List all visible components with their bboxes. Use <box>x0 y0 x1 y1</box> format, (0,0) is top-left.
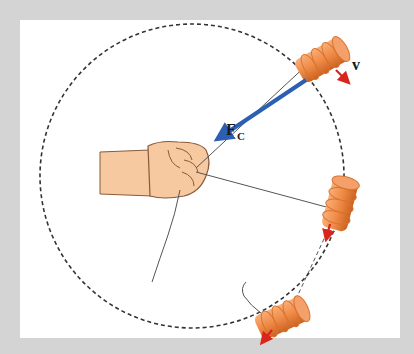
orange-object <box>292 34 353 85</box>
velocity-arrow <box>327 224 330 236</box>
velocity-arrow <box>336 70 346 80</box>
velocity-arrow <box>264 330 272 340</box>
string <box>196 172 330 208</box>
string <box>196 62 310 168</box>
loose-string <box>242 282 262 314</box>
velocity-symbol: v <box>352 57 360 73</box>
orange-object <box>253 293 314 341</box>
force-subscript: C <box>237 131 245 142</box>
orange-object <box>320 173 361 232</box>
force-symbol: F <box>226 122 236 138</box>
fist <box>100 142 209 199</box>
loose-string <box>152 190 180 282</box>
